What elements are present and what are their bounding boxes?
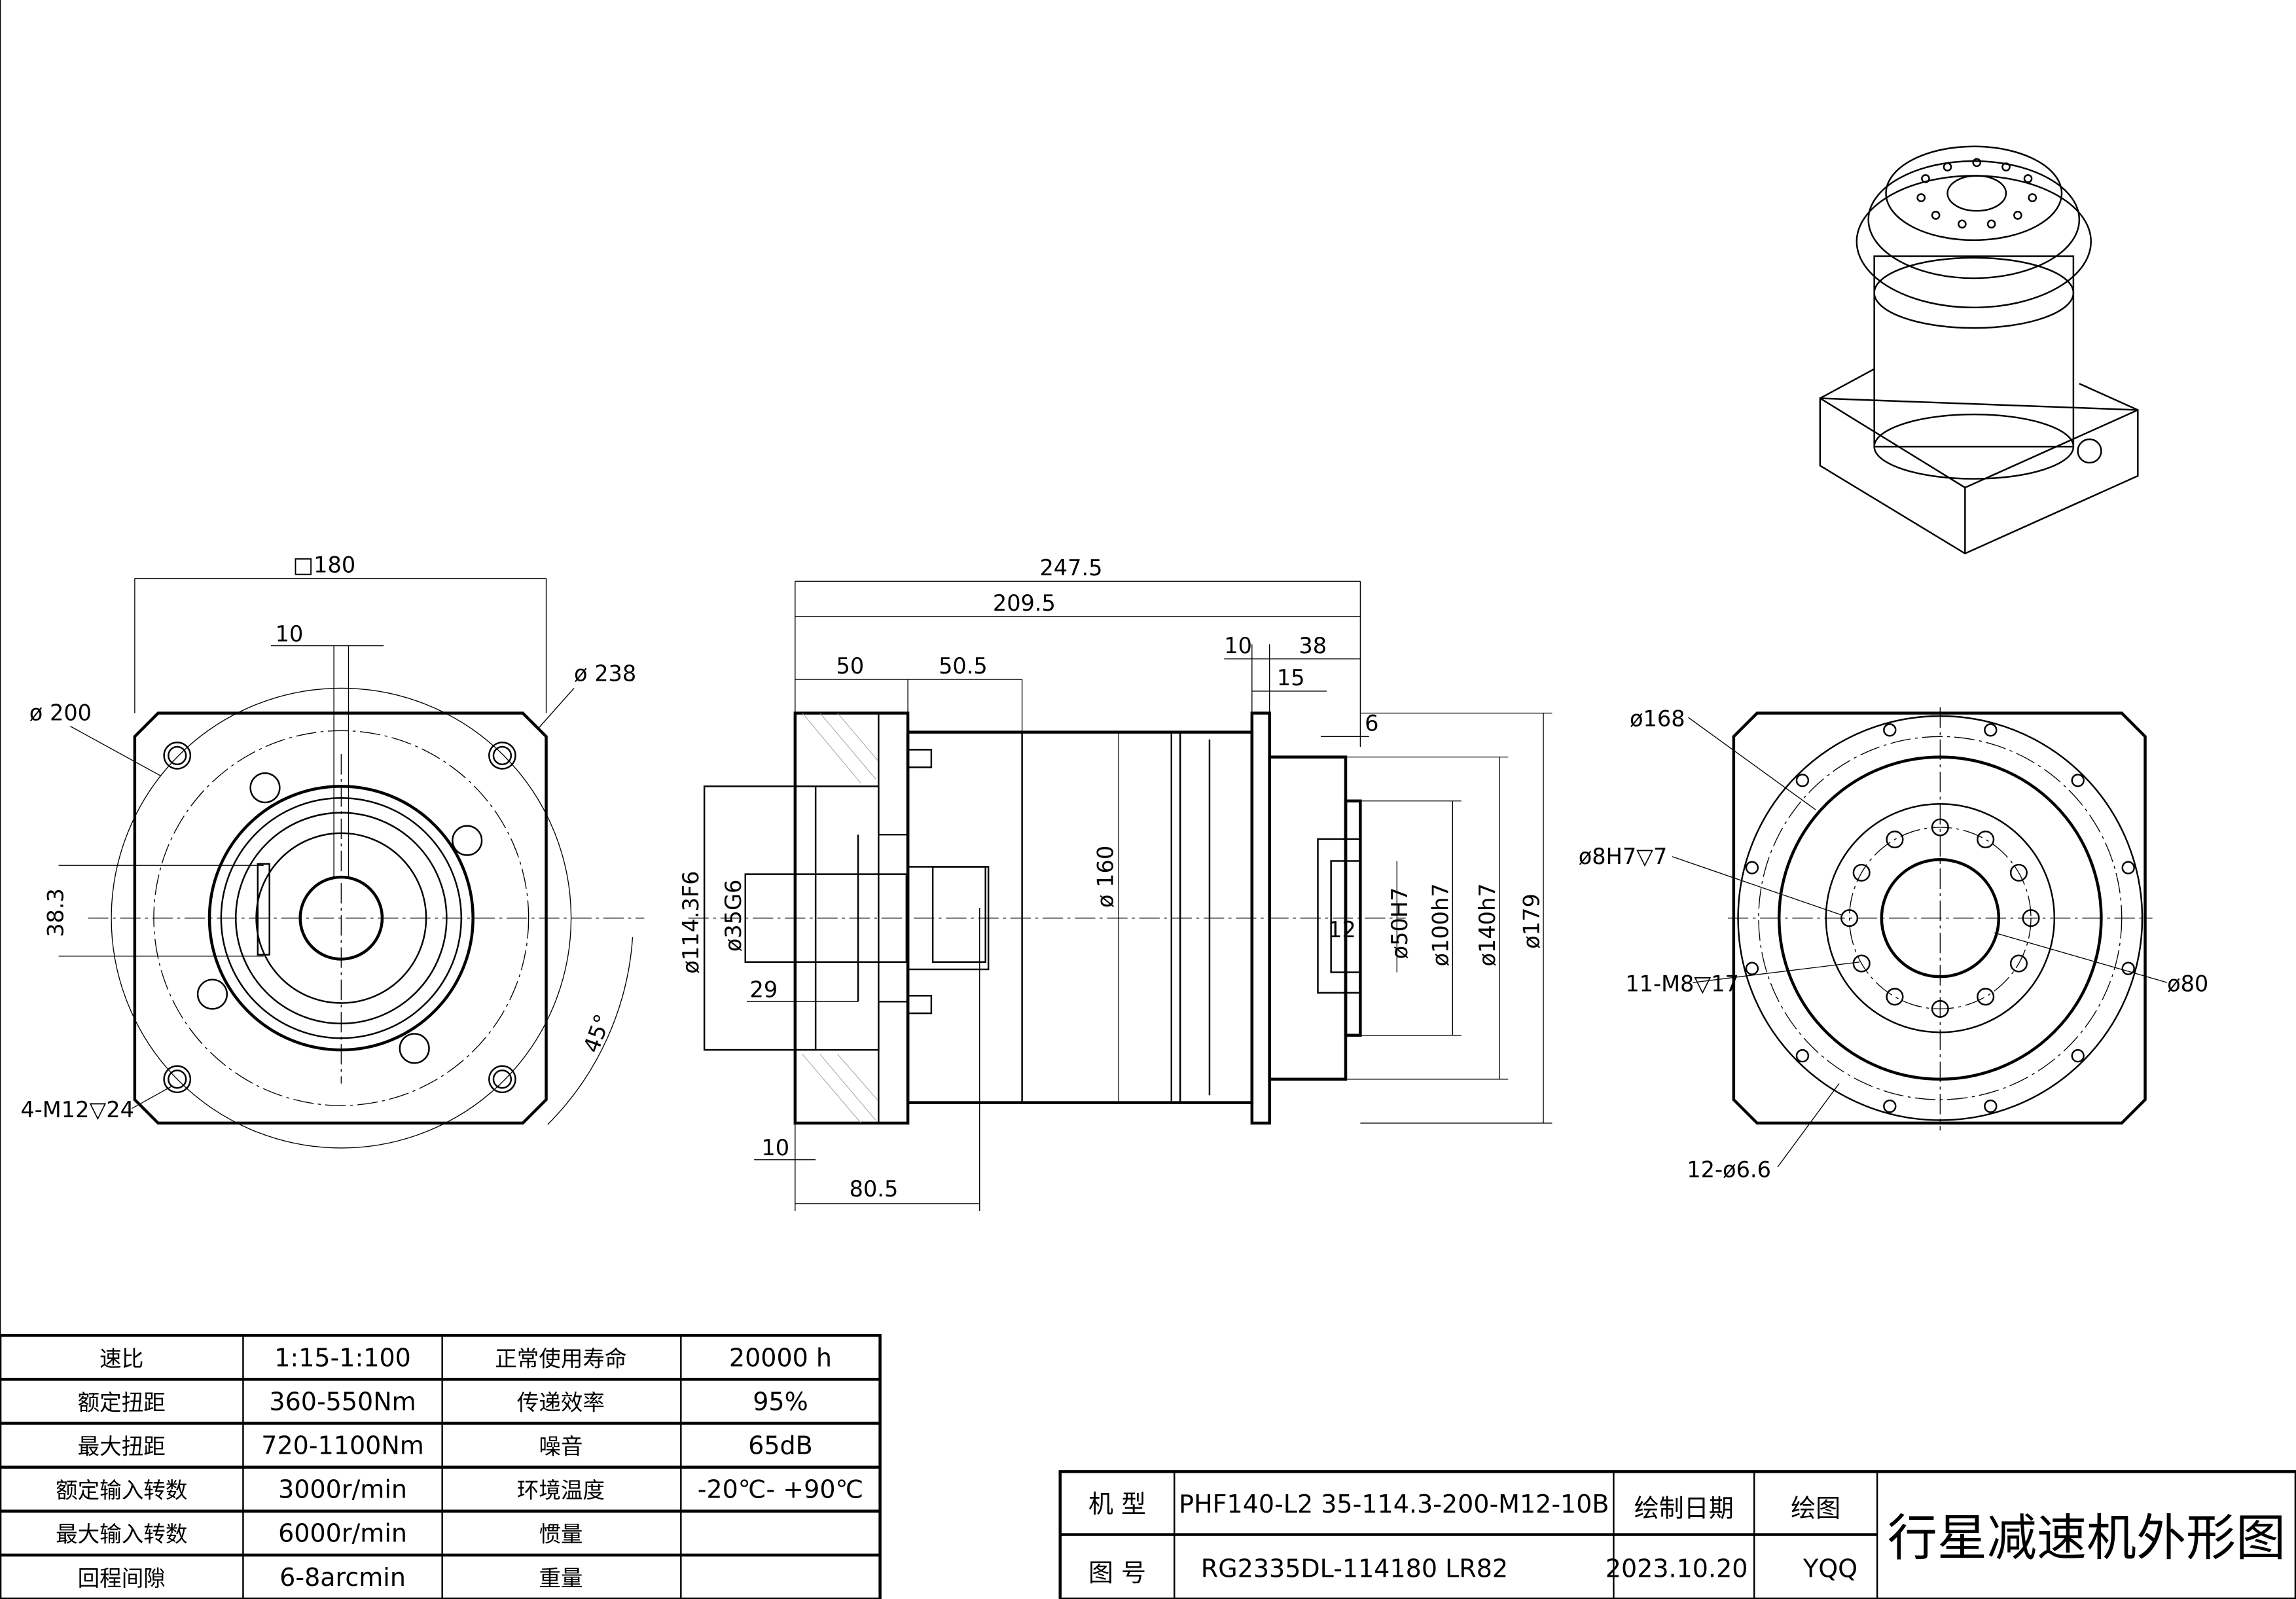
tapped-hole — [1886, 831, 1904, 849]
tapped-hole — [1977, 988, 1995, 1006]
dim-overall: 247.5 — [1039, 555, 1102, 581]
mounting-hole — [1984, 1099, 1998, 1113]
dim-input-a: 50 — [836, 653, 864, 679]
tapped-hole — [1852, 954, 1871, 973]
dim-body-dia: ø 160 — [1092, 846, 1118, 908]
spec-cell: 噪音 — [539, 1434, 583, 1460]
outer-hole-ring — [1745, 723, 2135, 1113]
spec-cell: 20000 h — [729, 1343, 832, 1372]
dim-keyway: 10 — [276, 621, 304, 647]
spec-cell: 速比 — [99, 1346, 143, 1371]
isometric-view — [1819, 145, 2139, 555]
mounting-hole — [1795, 1049, 1810, 1063]
tapped-hole — [1931, 999, 1949, 1018]
dim-input-b: 50.5 — [939, 653, 988, 679]
corner-holes — [163, 742, 516, 1094]
inner-hole-ring — [1840, 818, 2040, 1018]
mounting-hole — [1795, 774, 1810, 787]
dim-height: 38.3 — [43, 888, 68, 937]
dim-angle: 45° — [579, 1011, 616, 1056]
tapped-hole — [1840, 909, 1859, 927]
mounting-hole — [2121, 961, 2135, 975]
dim-output-len: 38 — [1299, 633, 1327, 658]
tapped-hole — [1852, 863, 1871, 882]
model-value: PHF140-L2 35-114.3-200-M12-10B — [1179, 1490, 1609, 1518]
dim-pilot-in: ø114.3F6 — [678, 871, 704, 974]
mounting-hole — [1745, 861, 1759, 874]
spec-cell: 3000r/min — [278, 1475, 407, 1504]
spec-cell: 额定扭距 — [78, 1390, 166, 1415]
dim-key: 12 — [1328, 917, 1356, 943]
dim-tapped: 11-M8▽17 — [1625, 971, 1739, 997]
spec-cell: 传递效率 — [517, 1390, 605, 1415]
drawing-title: 行星减速机外形图 — [1888, 1509, 2286, 1567]
dim-output-step: 15 — [1277, 665, 1305, 691]
dim-square: □180 — [293, 552, 355, 578]
tapped-hole — [1977, 831, 1995, 849]
output-holes-3d — [1916, 158, 2037, 229]
drawing-no-value: RG2335DL-114180 LR82 — [1201, 1554, 1508, 1583]
dim-flange-th: 10 — [761, 1135, 789, 1160]
mounting-hole — [1984, 723, 1998, 737]
mounting-hole — [1883, 723, 1897, 737]
dim-flange-dia: ø179 — [1518, 893, 1544, 949]
tapped-hole — [1886, 988, 1904, 1006]
spec-cell: 720-1100Nm — [261, 1431, 424, 1460]
front-view: □180 10 ø 238 ø 200 38.3 4-M12▽24 45° — [20, 552, 645, 1149]
spec-cell: 惯量 — [539, 1522, 583, 1547]
drawer-value: YQQ — [1803, 1554, 1857, 1583]
dim-pcd-inner: ø 200 — [29, 700, 92, 726]
spec-cell: 正常使用寿命 — [495, 1346, 626, 1371]
mounting-hole — [1883, 1099, 1897, 1113]
spec-cell: 6000r/min — [278, 1519, 407, 1548]
spec-cell: 最大扭距 — [78, 1434, 166, 1460]
mounting-hole — [2121, 861, 2135, 874]
spec-cell: 95% — [753, 1387, 808, 1416]
dim-depth: 29 — [749, 977, 778, 1003]
spec-cell: 6-8arcmin — [279, 1563, 406, 1592]
dim-shaft-step: 6 — [1365, 710, 1378, 736]
dim-holes: 12-ø6.6 — [1687, 1157, 1771, 1183]
dim-shaft: ø50H7 — [1387, 888, 1412, 960]
dim-tapped-holes: 4-M12▽24 — [20, 1097, 134, 1123]
spec-cell: 65dB — [748, 1431, 813, 1460]
tapped-hole — [2009, 954, 2028, 973]
spec-cell: 重量 — [539, 1566, 583, 1591]
mounting-hole — [2071, 774, 2085, 787]
mounting-hole — [2071, 1049, 2085, 1063]
dim-out-flange: ø140h7 — [1475, 883, 1500, 966]
spec-cell: 回程间隙 — [78, 1566, 166, 1591]
side-view: 247.5 209.5 50 50.5 10 38 15 6 ø114.3F6 … — [678, 555, 1552, 1212]
mounting-hole — [1745, 961, 1759, 975]
dim-pcd: ø168 — [1630, 706, 1685, 732]
title-block: 机 型 PHF140-L2 35-114.3-200-M12-10B 绘制日期 … — [1058, 1470, 2296, 1599]
tapped-hole — [2022, 909, 2040, 927]
tapped-hole — [2009, 863, 2028, 882]
date-label: 绘制日期 — [1634, 1494, 1734, 1523]
rear-view: ø168 ø8H7▽7 11-M8▽17 ø80 12-ø6.6 — [1579, 706, 2209, 1183]
date-value: 2023.10.20 — [1605, 1554, 1748, 1583]
spec-cell: 额定输入转数 — [56, 1478, 187, 1503]
dim-pcd-outer: ø 238 — [574, 660, 636, 686]
spec-cell: 360-550Nm — [269, 1387, 416, 1416]
tapped-hole — [1931, 818, 1949, 836]
hex-bolts — [196, 772, 483, 1064]
drawing-no-label: 图 号 — [1088, 1558, 1146, 1587]
spec-cell: -20℃- +90℃ — [698, 1475, 864, 1504]
dim-pilot-out: ø100h7 — [1428, 883, 1454, 966]
spec-cell: 最大输入转数 — [56, 1522, 187, 1547]
spec-cell: 环境温度 — [517, 1478, 605, 1503]
dim-body: 209.5 — [993, 590, 1056, 616]
dim-shoulder: 10 — [1224, 633, 1252, 658]
dim-pin: ø8H7▽7 — [1579, 844, 1668, 869]
spec-table: 速比 1:15-1:100 正常使用寿命 20000 h 额定扭距 360-550Nm 传递… — [0, 1334, 882, 1599]
dim-bore: ø80 — [2167, 971, 2208, 997]
spec-cell: 1:15-1:100 — [274, 1343, 411, 1372]
model-label: 机 型 — [1088, 1490, 1146, 1518]
dim-bore-in: ø35G6 — [721, 880, 746, 952]
drawer-label: 绘图 — [1791, 1494, 1840, 1523]
dim-input-len: 80.5 — [850, 1176, 899, 1202]
